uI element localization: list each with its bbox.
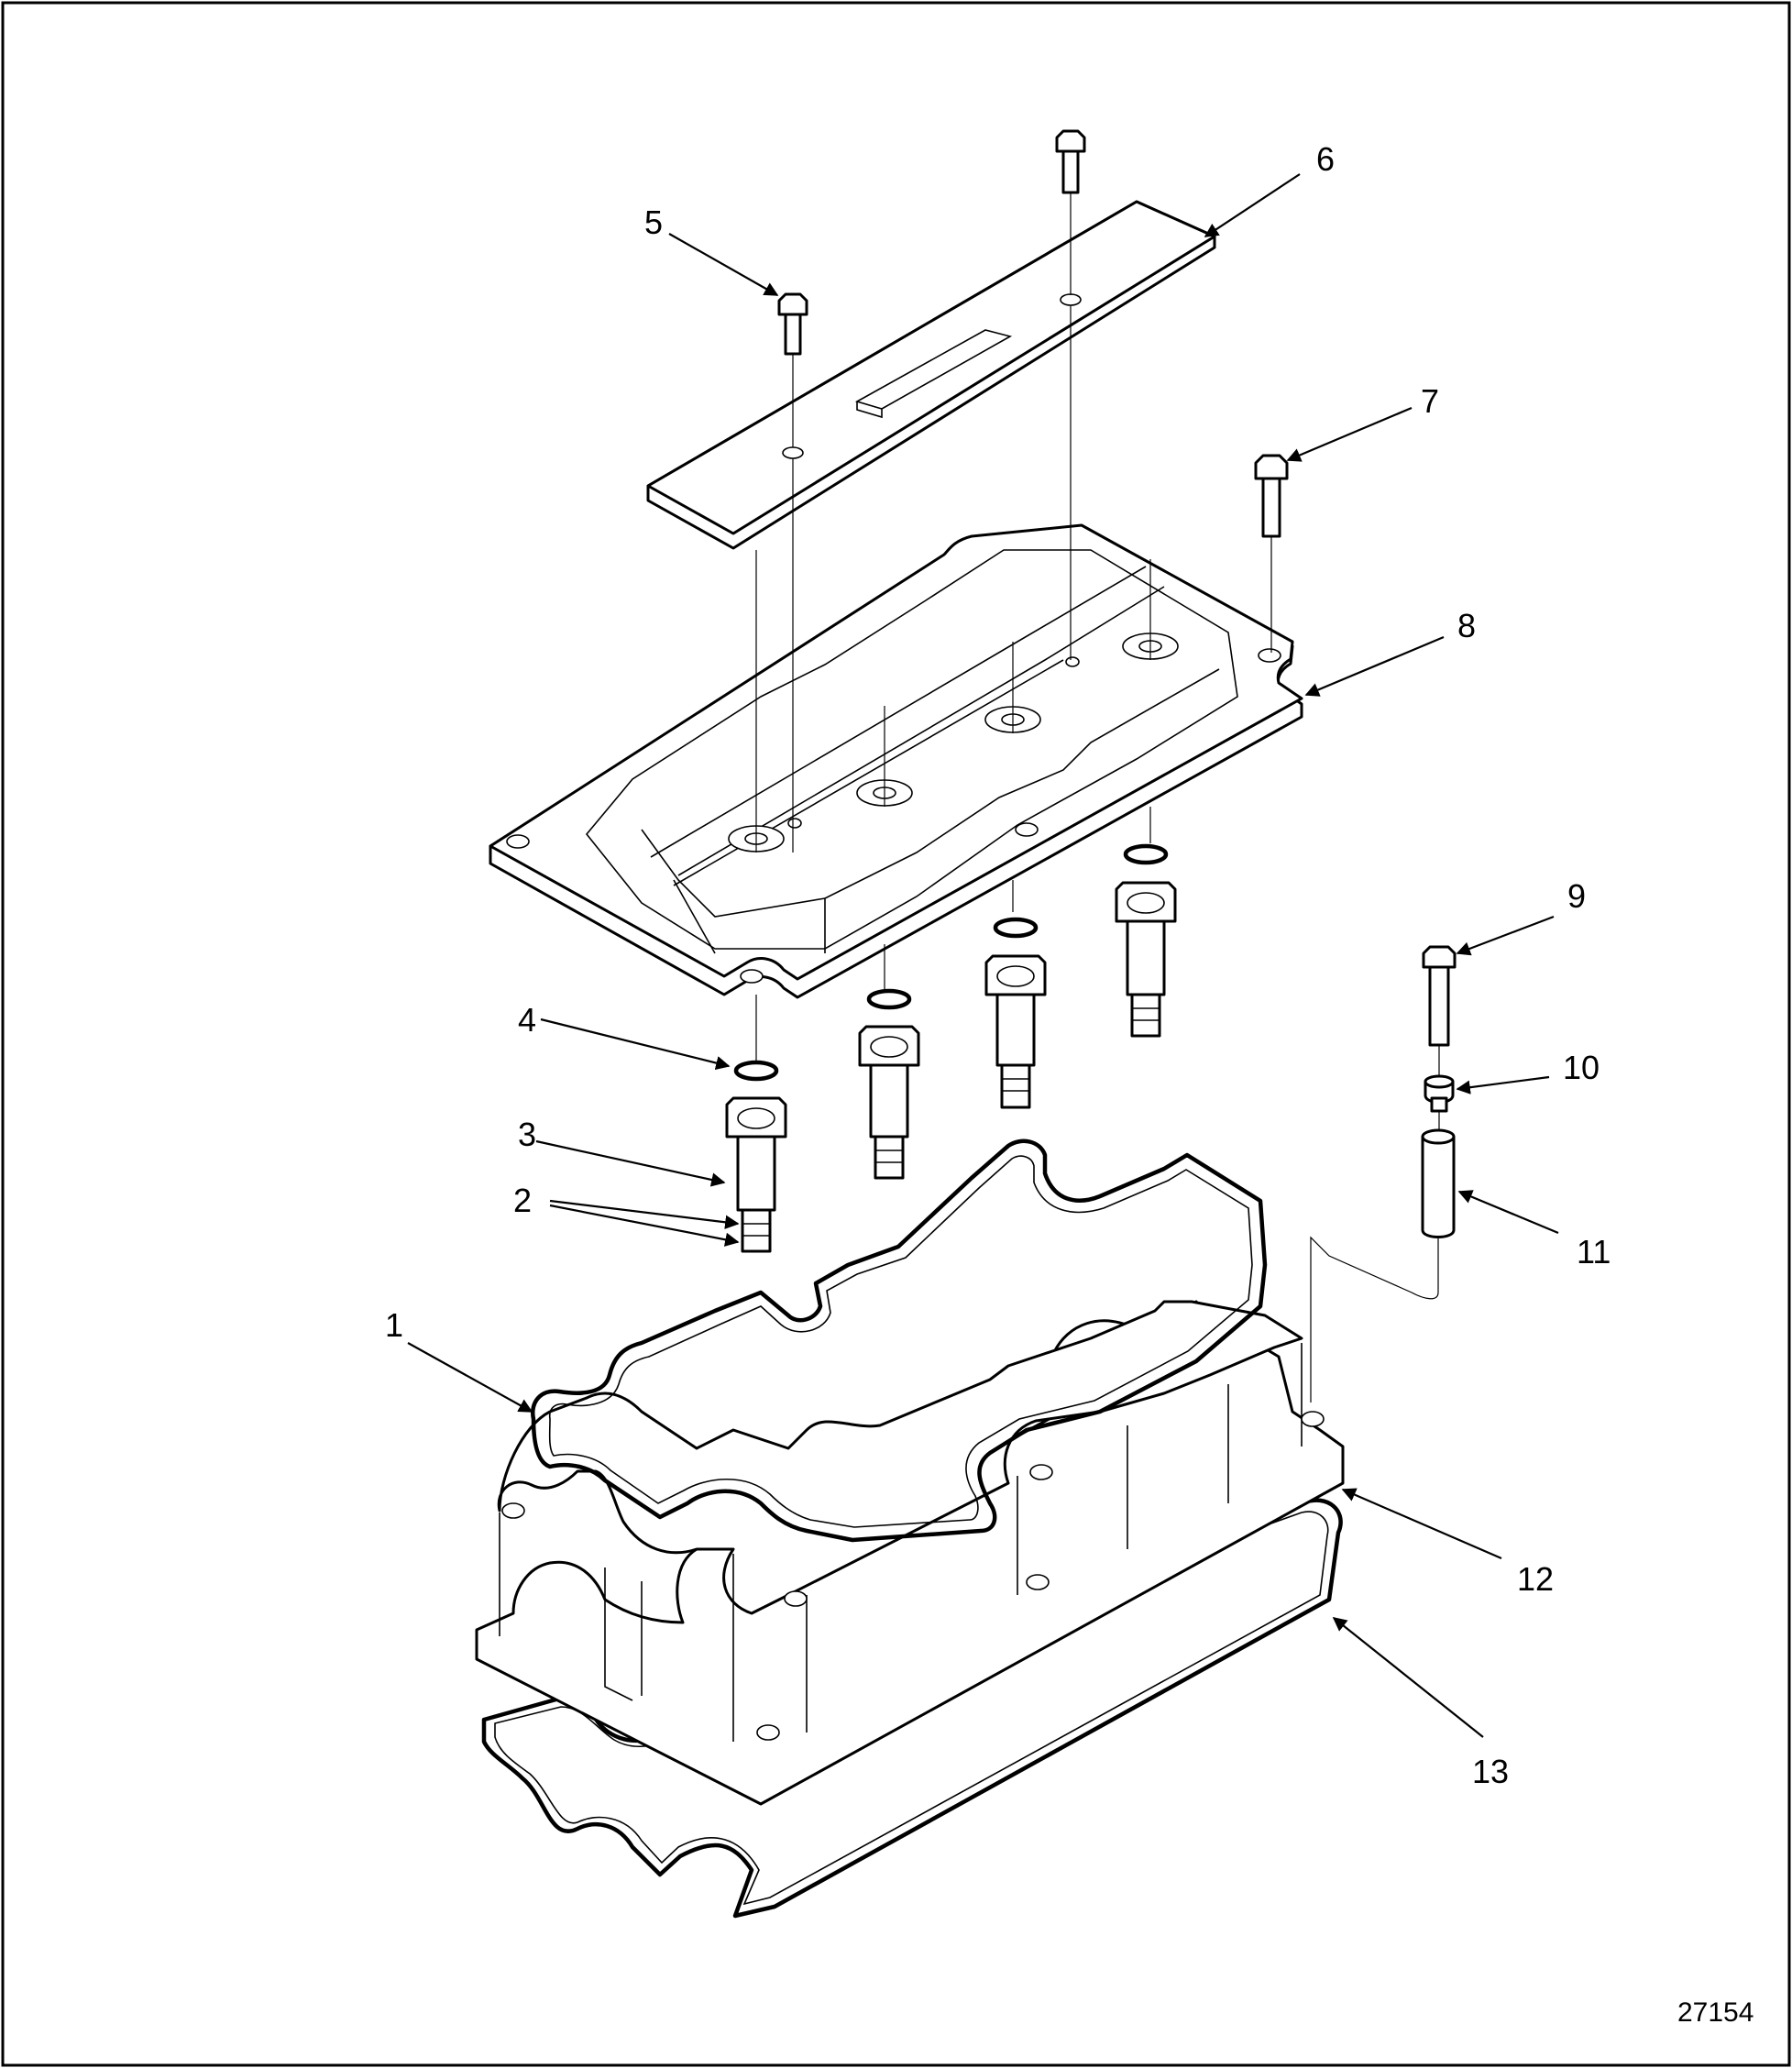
top-plate — [646, 200, 1216, 550]
injector-alignment-lines — [755, 807, 1151, 1063]
leader-lines — [407, 173, 1559, 1738]
injector-3 — [984, 917, 1047, 1109]
alignment-line-9 — [1310, 1045, 1440, 1402]
callout-7: 7 — [1421, 382, 1439, 420]
callout-10: 10 — [1563, 1049, 1600, 1086]
callout-9: 9 — [1567, 877, 1586, 915]
callout-2: 2 — [513, 1182, 532, 1219]
bolt-9 — [1422, 945, 1457, 1047]
injector-2 — [858, 988, 920, 1180]
washer — [1424, 1074, 1455, 1113]
callout-11: 11 — [1577, 1233, 1611, 1270]
callout-8: 8 — [1457, 607, 1476, 644]
bottom-gasket — [481, 1498, 1343, 1919]
injector-guide-lines — [755, 550, 1151, 852]
callout-13: 13 — [1472, 1753, 1509, 1790]
callout-6: 6 — [1316, 140, 1335, 178]
figure-number: 27154 — [1677, 1997, 1754, 2028]
injector-1 — [725, 1060, 787, 1253]
cover-plate — [489, 523, 1303, 999]
callout-5: 5 — [644, 204, 663, 241]
injector-4 — [1115, 843, 1177, 1038]
callout-12: 12 — [1517, 1560, 1554, 1598]
bolt-top — [1055, 129, 1086, 194]
upper-gasket — [530, 1138, 1268, 1543]
callout-3: 3 — [518, 1116, 536, 1153]
dowel-sleeve — [1421, 1128, 1456, 1238]
callout-4: 4 — [518, 1001, 536, 1039]
callout-labels: 1 2 3 4 5 6 7 8 9 10 11 12 13 — [385, 140, 1611, 1790]
callout-1: 1 — [385, 1306, 403, 1344]
bolt-5 — [777, 292, 808, 356]
lower-housing — [475, 1300, 1345, 1806]
bolt-7 — [1254, 454, 1289, 538]
